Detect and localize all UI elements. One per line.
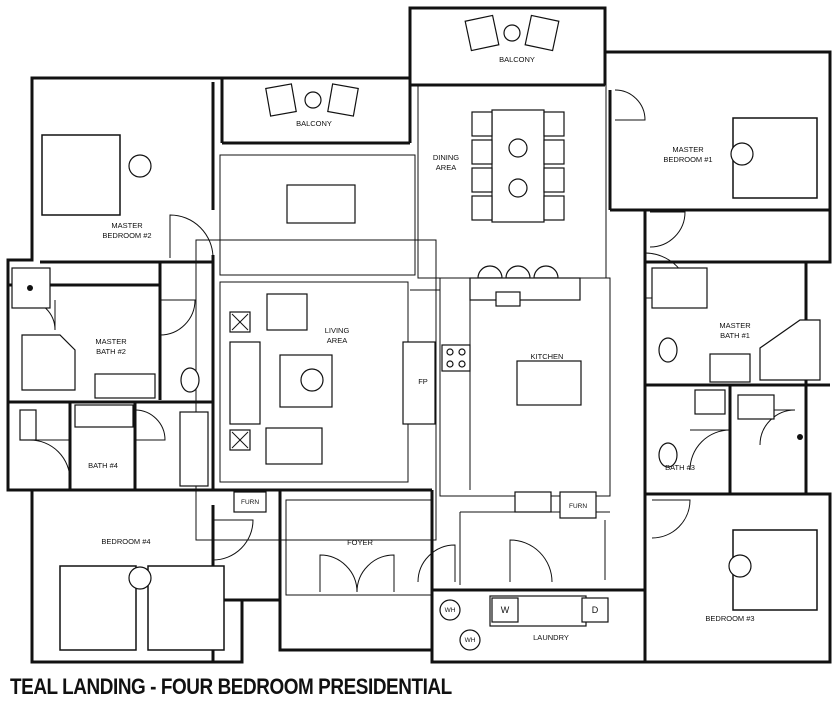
dining-label-2: AREA xyxy=(436,163,456,172)
bedroom-3-label: BEDROOM #3 xyxy=(705,614,754,623)
washer-label: W xyxy=(501,605,510,615)
master-bedroom-1-label-1: MASTER xyxy=(672,145,704,154)
bath-3-label: BATH #3 xyxy=(665,463,695,472)
master-bath-2-label-1: MASTER xyxy=(95,337,127,346)
laundry-fixtures xyxy=(233,491,609,651)
bath-4-label: BATH #4 xyxy=(88,461,118,470)
kitchen-label: KITCHEN xyxy=(531,352,564,361)
furnace-right-label: FURN xyxy=(569,503,587,510)
bath-fixtures xyxy=(11,267,821,487)
water-heater-2-label: WH xyxy=(465,637,476,644)
master-bath-1-label-2: BATH #1 xyxy=(720,331,750,340)
master-bedroom-2-label-1: MASTER xyxy=(111,221,143,230)
balcony-furniture xyxy=(265,14,560,117)
balcony-top-label: BALCONY xyxy=(499,55,535,64)
balcony-left-label: BALCONY xyxy=(296,119,332,128)
room-labels: BALCONY BALCONY DINING AREA MASTER BEDRO… xyxy=(88,55,755,644)
master-bath-2-label-2: BATH #2 xyxy=(96,347,126,356)
laundry-label: LAUNDRY xyxy=(533,633,569,642)
dryer-label: D xyxy=(592,605,599,615)
beds xyxy=(41,117,818,651)
interior-walls xyxy=(8,52,830,662)
furnace-left-label: FURN xyxy=(241,499,259,506)
exterior-walls xyxy=(6,6,832,664)
living-furniture xyxy=(229,184,436,465)
fireplace-label: FP xyxy=(418,377,428,386)
plan-title: TEAL LANDING - FOUR BEDROOM PRESIDENTIAL xyxy=(10,674,452,699)
dining-label-1: DINING xyxy=(433,153,459,162)
living-label-2: AREA xyxy=(327,336,347,345)
ceiling-fans xyxy=(128,142,754,590)
dining-table xyxy=(471,109,565,223)
bar-stools xyxy=(469,265,581,307)
bedroom-4-label: BEDROOM #4 xyxy=(101,537,150,546)
master-bedroom-1-label-2: BEDROOM #1 xyxy=(663,155,712,164)
foyer-label: FOYER xyxy=(347,538,373,547)
master-bath-1-label-1: MASTER xyxy=(719,321,751,330)
kitchen-fixtures xyxy=(441,344,597,519)
door-swings xyxy=(24,89,796,593)
living-label-1: LIVING xyxy=(325,326,350,335)
master-bedroom-2-label-2: BEDROOM #2 xyxy=(102,231,151,240)
water-heater-1-label: WH xyxy=(445,607,456,614)
